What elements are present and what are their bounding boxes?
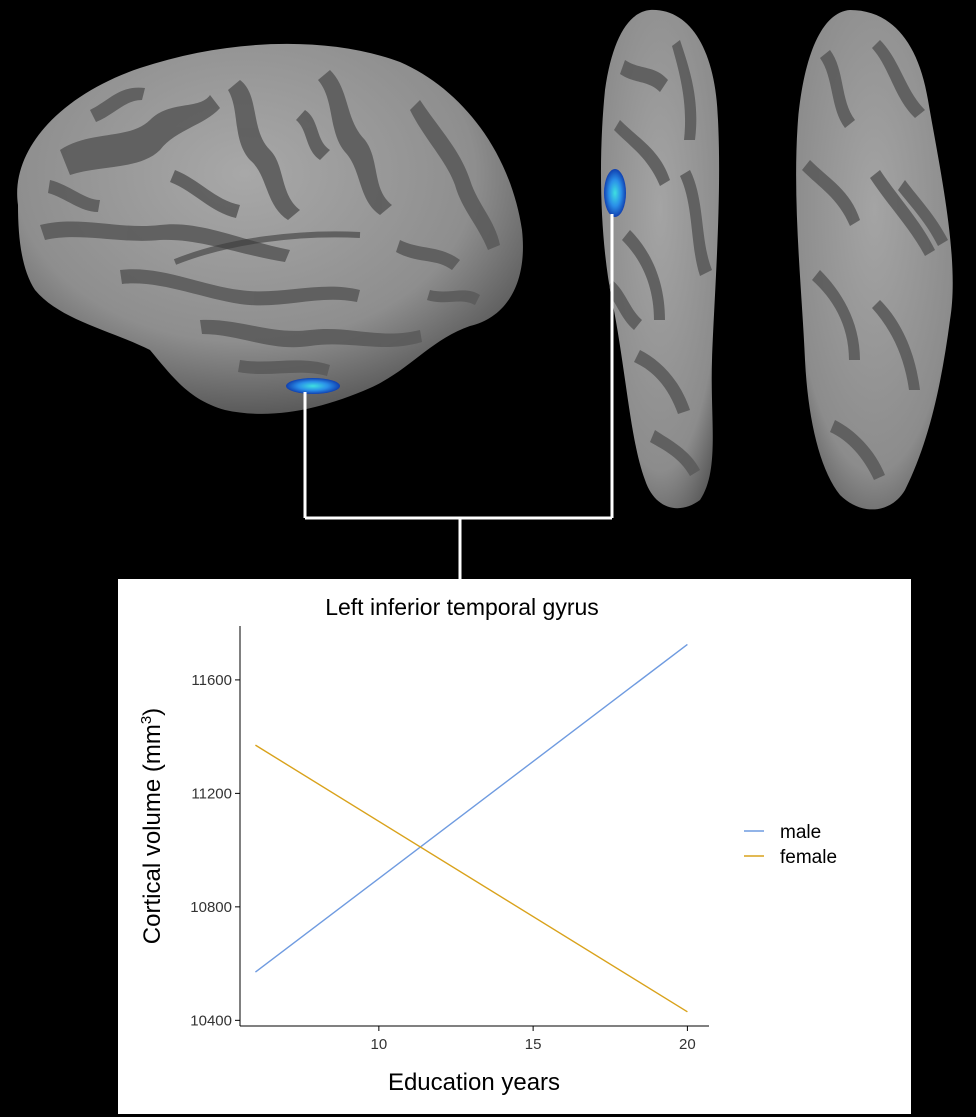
series-line-female [255,744,688,1013]
legend: male female [744,822,837,868]
y-tick-label: 11200 [191,785,232,802]
x-axis-title: Education years [388,1069,560,1096]
legend-label-female: female [780,847,837,868]
lateral-hemisphere [17,43,523,414]
activation-cluster-ventral [604,169,626,217]
legend-label-male: male [780,822,821,843]
x-tick-label: 10 [371,1036,388,1053]
activation-cluster-lateral [286,378,340,394]
chart-title: Left inferior temporal gyrus [325,594,599,620]
y-tick-label: 11600 [191,672,232,689]
y-tick-label: 10400 [190,1012,232,1029]
y-axis-title-superscript: 3 [138,716,155,724]
y-axis-title-close: ) [139,708,166,716]
plot-area [255,643,688,1013]
x-ticks: 10 15 20 [371,1026,696,1053]
y-axis-title: Cortical volume (mm3) [138,708,166,944]
x-tick-label: 15 [525,1036,542,1053]
x-tick-label: 20 [679,1036,696,1053]
y-tick-label: 10800 [190,899,232,916]
ventral-view [600,9,953,510]
y-ticks: 10400 10800 11200 11600 [190,672,240,1029]
line-chart: Left inferior temporal gyrus 10400108001… [138,594,837,1096]
series-line-male [255,643,688,973]
y-axis-title-main: Cortical volume (mm [139,724,166,944]
brain-surface-figure [17,9,953,510]
